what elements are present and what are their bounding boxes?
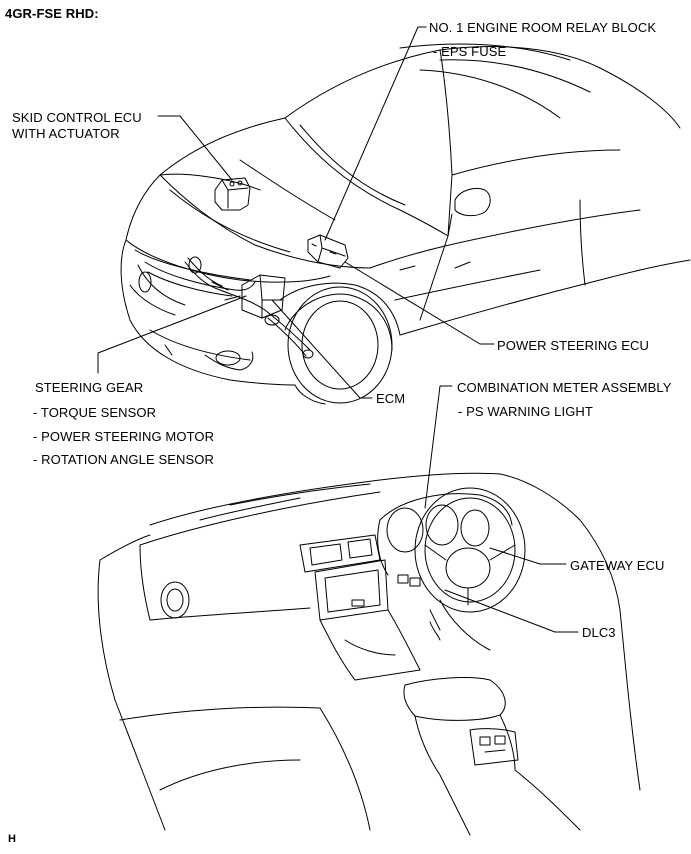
label-skid-with-actuator: WITH ACTUATOR: [12, 126, 120, 141]
label-steering-gear: STEERING GEAR: [35, 380, 144, 395]
engine-components-drawing: [184, 177, 349, 359]
label-combination-meter: COMBINATION METER ASSEMBLY: [457, 380, 672, 395]
label-eps-fuse: - EPS FUSE: [433, 44, 507, 59]
label-gateway-ecu: GATEWAY ECU: [570, 558, 665, 573]
variant-title: 4GR-FSE RHD:: [5, 6, 99, 21]
label-relay-block: NO. 1 ENGINE ROOM RELAY BLOCK: [429, 20, 657, 35]
label-ecm: ECM: [376, 391, 406, 406]
leader-lines: [97, 26, 579, 633]
label-skid-control-ecu: SKID CONTROL ECU: [12, 110, 142, 125]
label-power-steering-motor: - POWER STEERING MOTOR: [33, 429, 215, 444]
label-dlc3: DLC3: [582, 625, 616, 640]
label-ps-warning-light: - PS WARNING LIGHT: [458, 404, 593, 419]
label-power-steering-ecu: POWER STEERING ECU: [497, 338, 650, 353]
label-rotation-angle-sensor: - ROTATION ANGLE SENSOR: [33, 452, 214, 467]
figure-code: H: [8, 833, 17, 845]
label-torque-sensor: - TORQUE SENSOR: [33, 405, 157, 420]
car-body-drawing: [120, 43, 691, 405]
interior-drawing: [97, 472, 641, 836]
